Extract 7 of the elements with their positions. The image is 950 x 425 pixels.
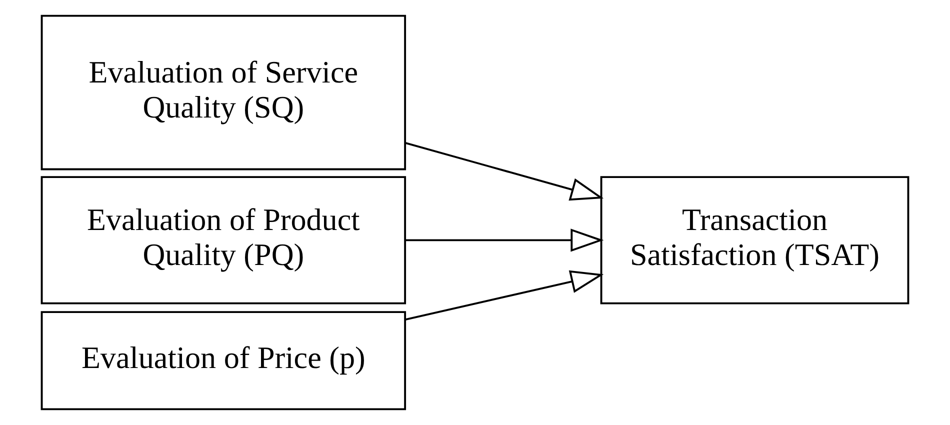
node-box: Evaluation of Product Quality (PQ): [40, 176, 406, 304]
node-box: Evaluation of Service Quality (SQ): [40, 14, 406, 170]
node-box: Transaction Satisfaction (TSAT): [600, 176, 910, 304]
arrow: [405, 228, 604, 252]
arrow: [405, 142, 604, 201]
arrow: [405, 270, 604, 320]
node-box: Evaluation of Price (p): [40, 311, 406, 410]
